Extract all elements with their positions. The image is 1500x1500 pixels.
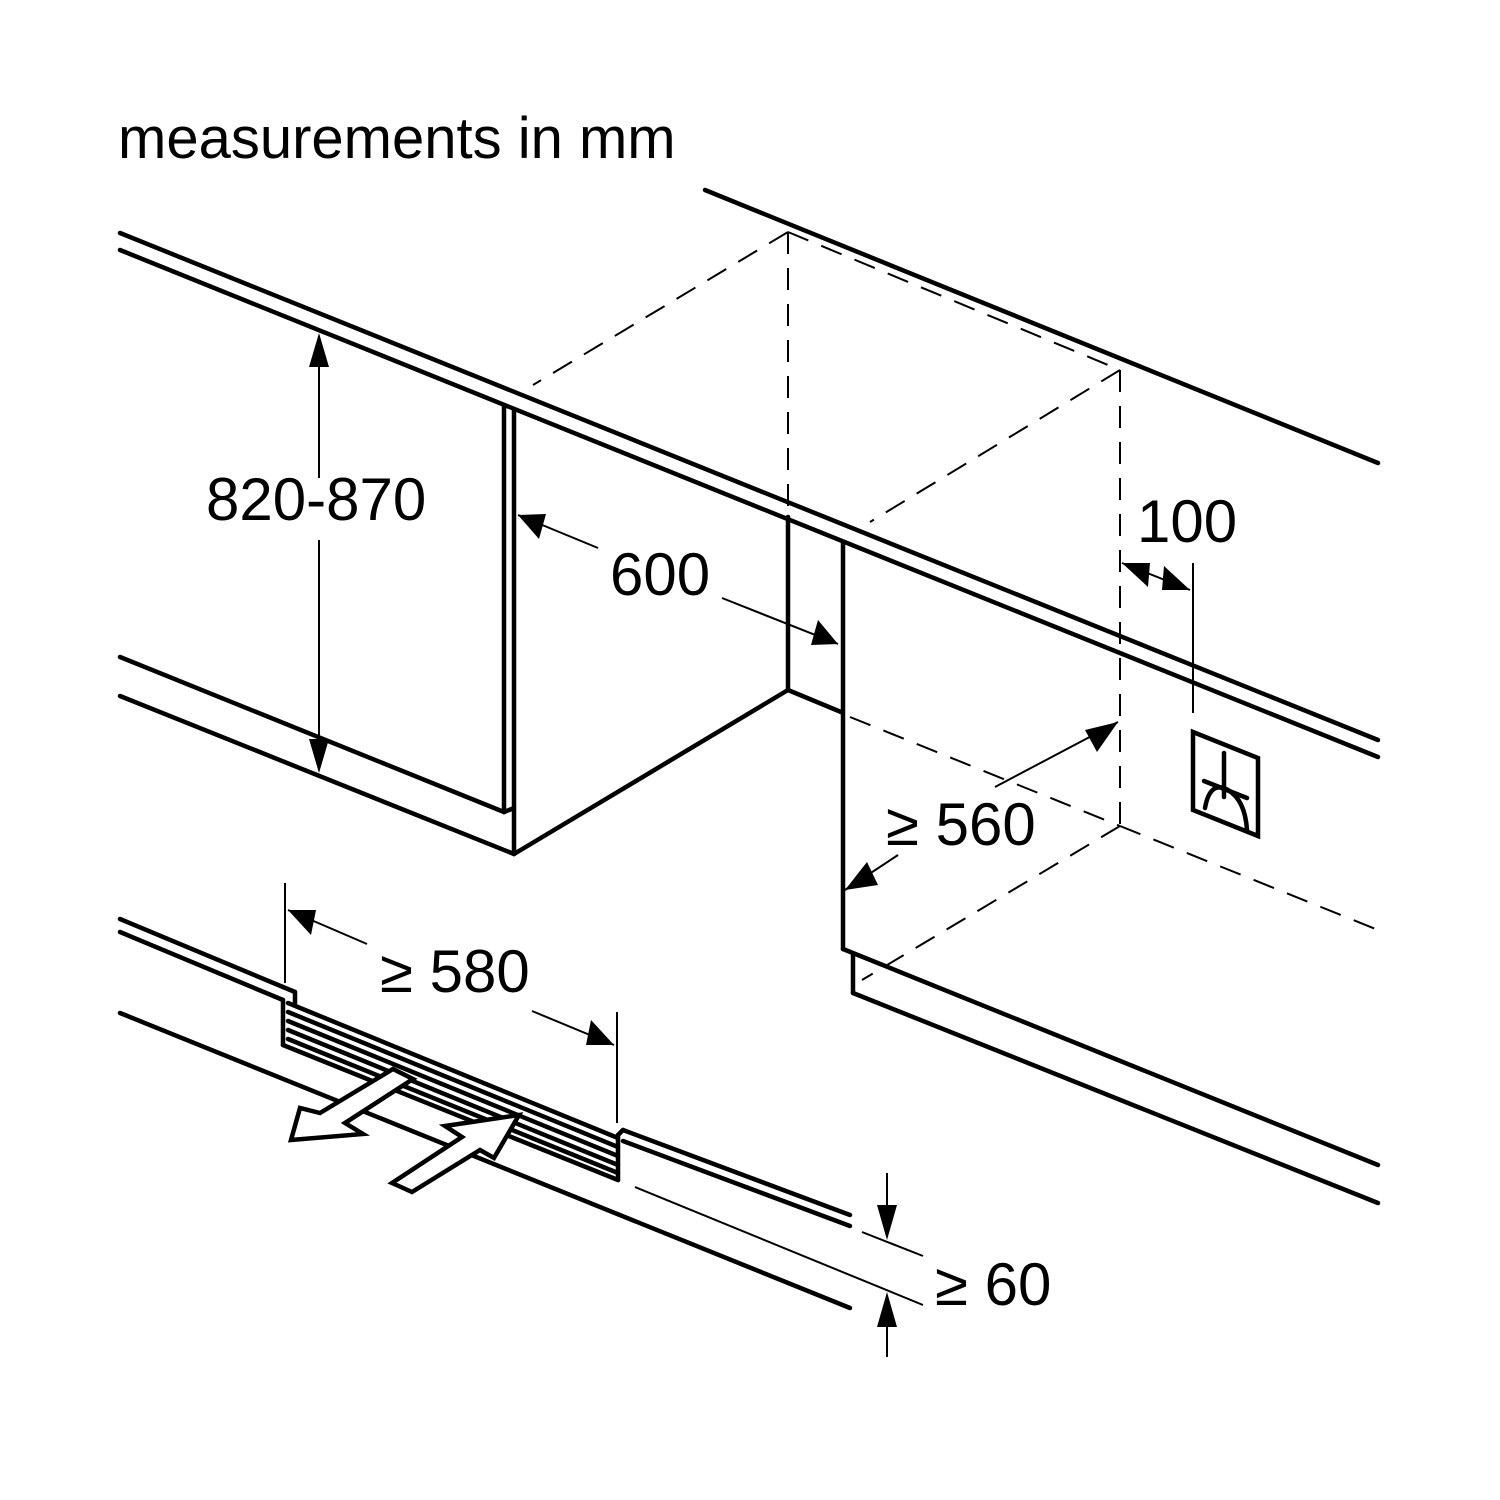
grille-slat xyxy=(285,1000,621,1141)
dashed-floor-back xyxy=(849,716,1121,827)
socket-frame xyxy=(1190,728,1261,840)
height-dimension-label: 820-870 xyxy=(206,466,427,533)
grille-slat xyxy=(285,1027,621,1168)
arrow-left-icon xyxy=(1122,563,1150,587)
arrow-right-icon xyxy=(811,620,838,645)
arrow-up-icon xyxy=(309,333,329,367)
wall-top-edge xyxy=(702,187,1381,466)
dimension-plinth-gap xyxy=(877,1173,897,1357)
left-cabinet xyxy=(117,402,791,857)
grille-slat xyxy=(285,1018,621,1159)
right-cabinet xyxy=(840,540,1381,1206)
width-dimension-label: 600 xyxy=(610,541,711,608)
grille-slat-bottom xyxy=(280,1042,621,1183)
worktop-top-edge xyxy=(117,230,1381,743)
arrow-up-icon xyxy=(877,1292,897,1327)
air-inflow-arrow-icon xyxy=(387,1112,524,1195)
plinth-top-right-1 xyxy=(620,1127,853,1218)
dashed-floor-diagonal xyxy=(861,825,1121,981)
socket-offset-label: 100 xyxy=(1137,488,1238,555)
arrow-down-left-icon xyxy=(845,862,878,890)
grille-slat xyxy=(285,1036,621,1176)
arrow-down-icon xyxy=(309,739,329,773)
vent-grille xyxy=(280,997,621,1183)
arrow-right-icon xyxy=(1162,566,1190,590)
power-socket-icon xyxy=(1190,728,1261,840)
plinth-top-left-2 xyxy=(117,929,286,1003)
right-cabinet-base-line xyxy=(840,946,1381,1168)
right-plinth-line xyxy=(850,990,1381,1206)
left-cabinet-base-line xyxy=(117,654,507,815)
diagram-title: measurements in mm xyxy=(118,106,676,171)
air-outflow-arrow-icon xyxy=(287,1066,418,1143)
grille-slat xyxy=(285,1009,621,1150)
plinth-gap-ref-line-bottom xyxy=(634,1186,924,1306)
appliance-outline xyxy=(532,231,1379,981)
dashed-top-right xyxy=(869,369,1121,523)
socket-arc xyxy=(1202,785,1250,833)
plinth-floor-line xyxy=(117,1010,853,1311)
arrow-up-right-icon xyxy=(1085,722,1118,752)
worktop xyxy=(117,187,1381,760)
dimension-vent-width xyxy=(284,883,618,1123)
dashed-top-left xyxy=(532,231,789,386)
plinth-section xyxy=(117,916,924,1311)
dashed-floor-back-ext xyxy=(1119,825,1379,931)
dimension-niche-width xyxy=(517,514,839,645)
left-cabinet-corner xyxy=(501,805,517,815)
worktop-bottom-edge xyxy=(117,247,1381,760)
depth-dimension-label: ≥ 560 xyxy=(886,791,1036,858)
left-plinth-line xyxy=(117,693,517,857)
arrow-left-icon xyxy=(288,910,316,935)
plinth-top-right-2 xyxy=(620,1138,853,1229)
plinth-top-left-1 xyxy=(117,916,286,990)
niche-floor-back-edge xyxy=(785,687,844,715)
plinth-gap-label: ≥ 60 xyxy=(935,1251,1052,1318)
arrow-down-icon xyxy=(877,1205,897,1240)
niche-back xyxy=(785,514,844,715)
dashed-top-back xyxy=(787,231,1121,371)
dimension-socket-offset xyxy=(1121,562,1194,713)
arrow-left-icon xyxy=(518,514,546,539)
dimension-niche-depth xyxy=(844,721,1119,891)
arrow-right-icon xyxy=(586,1020,614,1045)
vent-width-label: ≥ 580 xyxy=(380,938,530,1005)
plinth-gap-ref-line-top xyxy=(861,1231,924,1257)
niche-floor-left-edge xyxy=(511,687,791,857)
dimension-height xyxy=(309,333,329,773)
